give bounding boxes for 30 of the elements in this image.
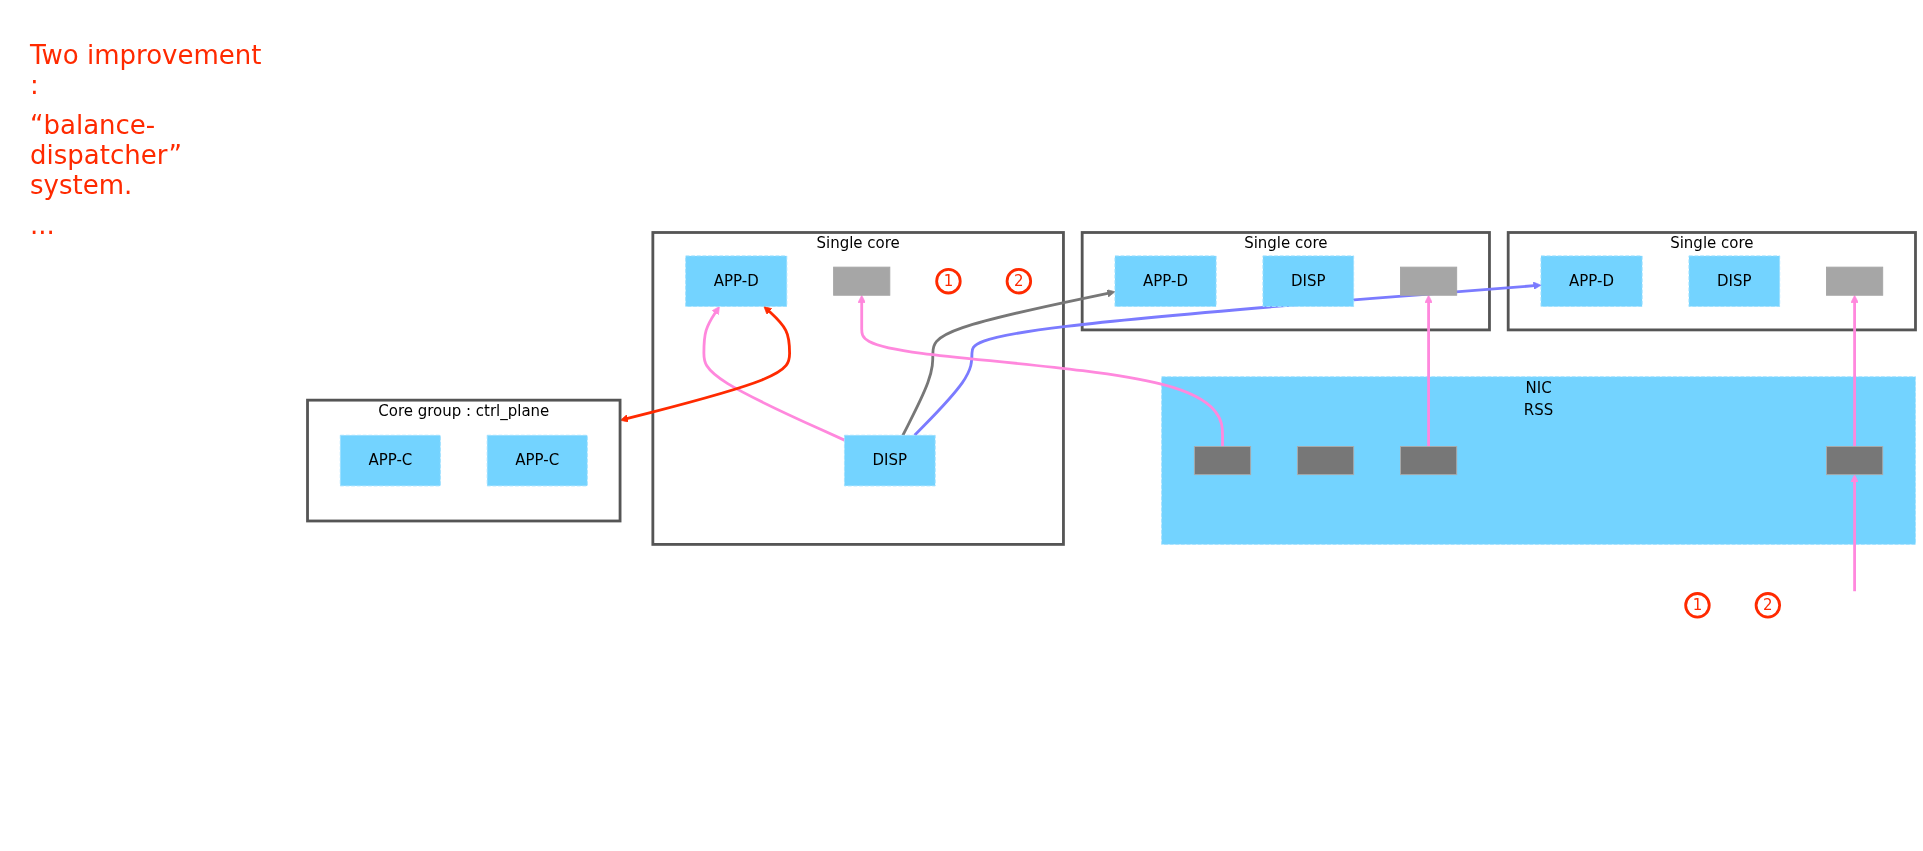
node-box: APP-D: [685, 255, 788, 307]
node-circle: 1: [1684, 591, 1711, 619]
arrow: [620, 305, 791, 422]
node-box: [1193, 445, 1252, 475]
node-box: APP-C: [339, 434, 441, 486]
node-circle: 2: [1005, 267, 1033, 294]
arrow: [857, 294, 1224, 447]
node-box: APP-D: [1114, 255, 1217, 307]
node-box: [1400, 266, 1458, 296]
node-box: DISP: [1262, 255, 1355, 307]
note-text: Two improvement :: [30, 40, 263, 100]
arrow: [1424, 294, 1433, 447]
node-box: [1826, 445, 1884, 475]
arrow: [1850, 473, 1859, 591]
node-box: DISP: [1688, 255, 1781, 307]
node-box: [833, 266, 891, 296]
arrow: [1850, 294, 1859, 447]
arrow: [901, 288, 1116, 436]
node-box: DISP: [844, 434, 936, 486]
node-circle: 1: [935, 267, 962, 294]
node-box: [1400, 445, 1458, 475]
node-circle: 2: [1754, 591, 1782, 619]
note-text: “balance-dispatcher” system.: [30, 110, 183, 200]
cluster: NIC RSS: [1161, 375, 1916, 545]
node-box: [1826, 266, 1884, 296]
arrow: [702, 305, 846, 441]
node-box: [1297, 445, 1355, 475]
node-box: APP-C: [486, 434, 588, 486]
node-box: APP-D: [1540, 255, 1643, 307]
note-text: ...: [30, 210, 56, 240]
